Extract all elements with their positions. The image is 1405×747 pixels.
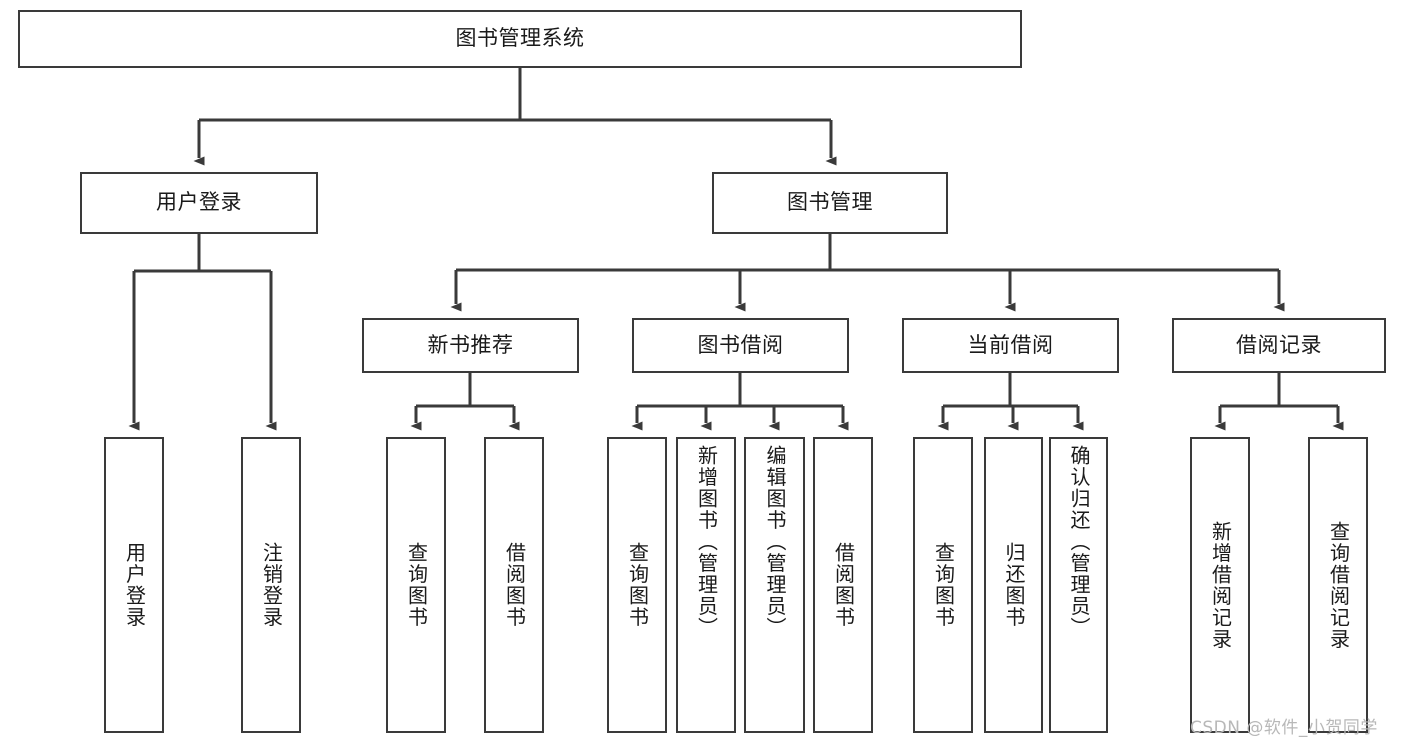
node-leaf-query-borrow-record-label: 查询借阅记录 bbox=[1326, 520, 1351, 650]
node-current-borrow[interactable]: 当前借阅 bbox=[902, 318, 1119, 373]
node-leaf-user-login[interactable]: 用户登录 bbox=[104, 437, 164, 733]
node-leaf-query-book-recommend-label: 查询图书 bbox=[404, 542, 429, 628]
node-leaf-query-book-current[interactable]: 查询图书 bbox=[913, 437, 973, 733]
node-borrow-record[interactable]: 借阅记录 bbox=[1172, 318, 1386, 373]
node-book-management[interactable]: 图书管理 bbox=[712, 172, 948, 234]
node-leaf-edit-book-admin[interactable]: 编辑图书（管理员） bbox=[744, 437, 805, 733]
node-current-borrow-label: 当前借阅 bbox=[967, 332, 1054, 357]
node-root[interactable]: 图书管理系统 bbox=[18, 10, 1022, 68]
node-leaf-user-login-label: 用户登录 bbox=[122, 542, 147, 628]
node-leaf-return-book-label: 归还图书 bbox=[1002, 542, 1026, 628]
node-leaf-add-book-admin[interactable]: 新增图书（管理员） bbox=[676, 437, 736, 733]
node-leaf-confirm-return-admin-label: 确认归还（管理员） bbox=[1067, 445, 1091, 639]
node-user-login-label: 用户登录 bbox=[156, 190, 242, 215]
node-leaf-logout-login-label: 注销登录 bbox=[259, 542, 284, 628]
node-root-label: 图书管理系统 bbox=[455, 26, 585, 51]
node-user-login[interactable]: 用户登录 bbox=[80, 172, 318, 234]
watermark: CSDN @软件_小贺同学 bbox=[1190, 718, 1378, 738]
node-book-borrow-label: 图书借阅 bbox=[697, 332, 784, 357]
node-leaf-borrow-book[interactable]: 借阅图书 bbox=[813, 437, 873, 733]
node-new-book-recommend-label: 新书推荐 bbox=[427, 332, 514, 357]
node-leaf-logout-login[interactable]: 注销登录 bbox=[241, 437, 301, 733]
node-book-borrow[interactable]: 图书借阅 bbox=[632, 318, 849, 373]
node-leaf-add-borrow-record[interactable]: 新增借阅记录 bbox=[1190, 437, 1250, 733]
node-leaf-query-borrow-record[interactable]: 查询借阅记录 bbox=[1308, 437, 1368, 733]
node-leaf-borrow-book-recommend[interactable]: 借阅图书 bbox=[484, 437, 544, 733]
node-leaf-borrow-book-label: 借阅图书 bbox=[831, 542, 856, 628]
node-new-book-recommend[interactable]: 新书推荐 bbox=[362, 318, 579, 373]
node-leaf-confirm-return-admin[interactable]: 确认归还（管理员） bbox=[1049, 437, 1108, 733]
node-borrow-record-label: 借阅记录 bbox=[1236, 332, 1322, 357]
node-book-management-label: 图书管理 bbox=[787, 190, 873, 215]
node-leaf-add-borrow-record-label: 新增借阅记录 bbox=[1208, 520, 1233, 650]
node-leaf-query-book-recommend[interactable]: 查询图书 bbox=[386, 437, 446, 733]
node-leaf-query-book-borrow-label: 查询图书 bbox=[625, 542, 650, 628]
node-leaf-add-book-admin-label: 新增图书（管理员） bbox=[694, 445, 719, 639]
node-leaf-query-book-borrow[interactable]: 查询图书 bbox=[607, 437, 667, 733]
node-leaf-borrow-book-recommend-label: 借阅图书 bbox=[502, 542, 527, 628]
node-leaf-edit-book-admin-label: 编辑图书（管理员） bbox=[763, 445, 787, 639]
node-leaf-return-book[interactable]: 归还图书 bbox=[984, 437, 1043, 733]
node-leaf-query-book-current-label: 查询图书 bbox=[931, 542, 956, 628]
